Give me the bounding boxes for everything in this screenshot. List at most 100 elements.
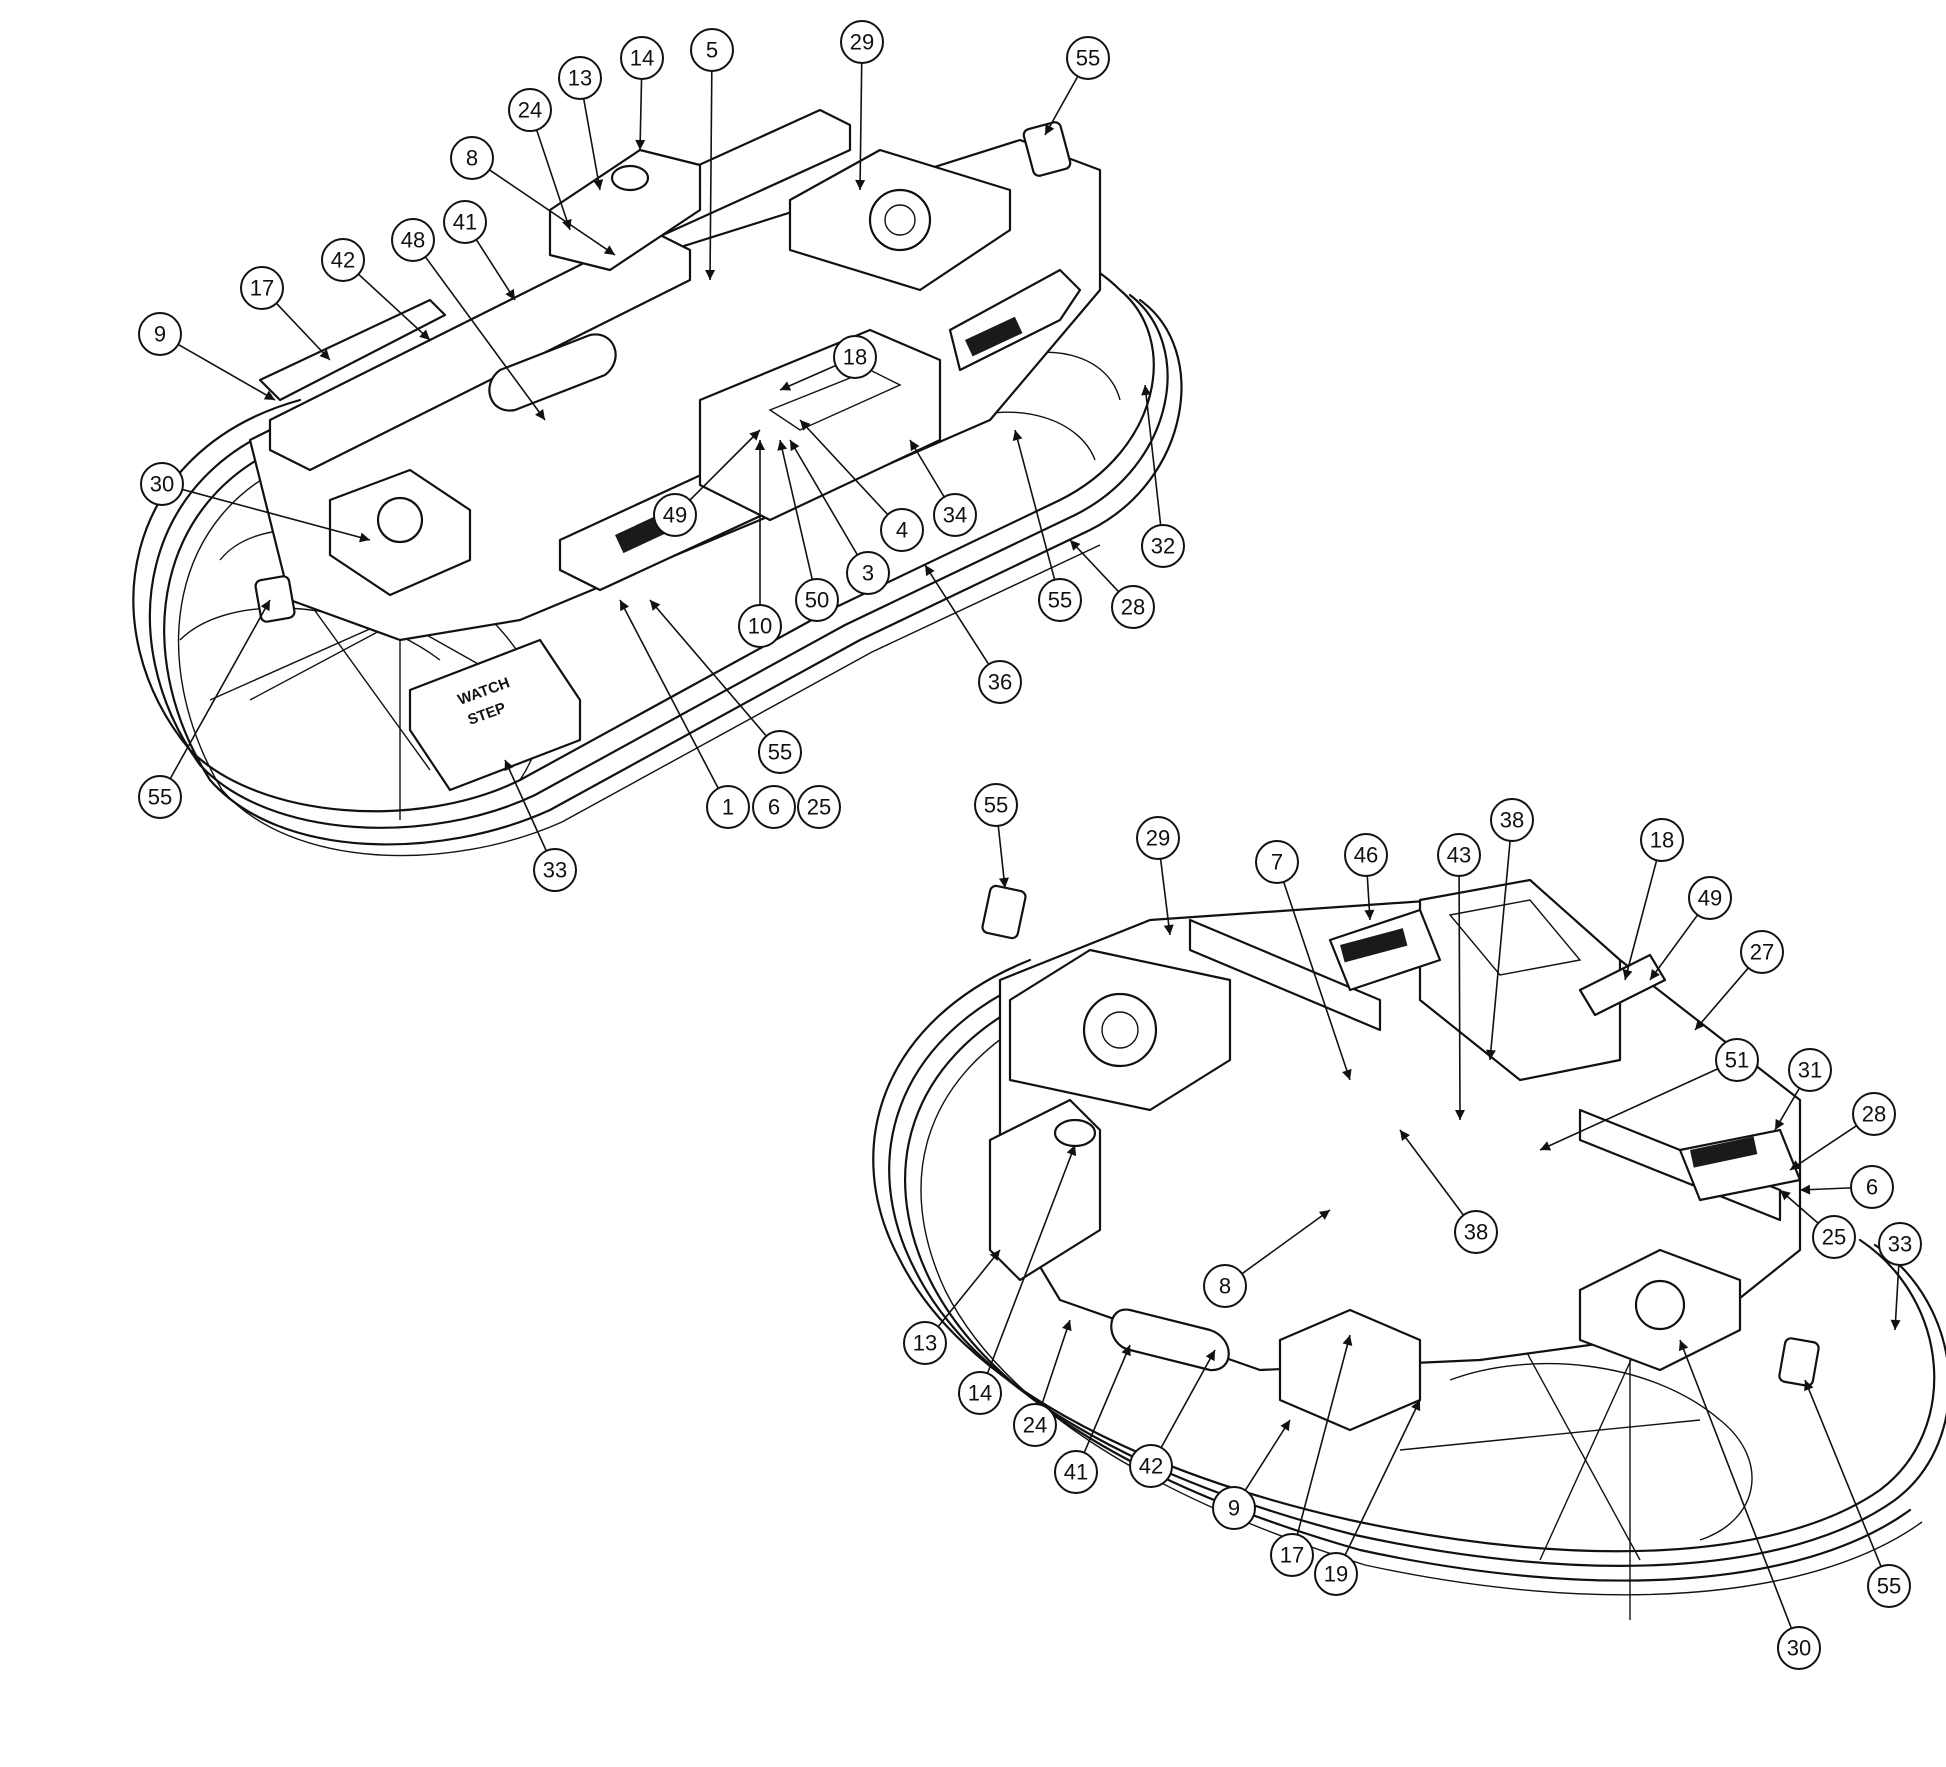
callout-number: 38 [1500, 808, 1524, 833]
callout-number: 7 [1271, 850, 1283, 875]
callout-circle [1812, 1215, 1856, 1259]
callout-13: 13 [903, 1321, 947, 1365]
callout-leader-line [475, 239, 516, 301]
callout-arrowhead [1163, 924, 1174, 935]
callout-number: 24 [518, 98, 542, 123]
callout-arrowhead [359, 532, 370, 543]
callout-number: 49 [663, 503, 687, 528]
callout-arrowhead [1070, 540, 1081, 551]
callout-arrowhead [260, 600, 270, 612]
callout-circle [240, 266, 284, 310]
callout-arrowhead [1622, 969, 1633, 980]
callout-55: 55 [1066, 36, 1110, 80]
callout-number: 10 [748, 614, 772, 639]
machine-upper-left: WATCH STEP [132, 108, 1183, 857]
callout-8: 8 [450, 136, 494, 180]
callout-circle [1203, 1264, 1247, 1308]
callout-arrowhead [1650, 968, 1660, 980]
callout-circle [1852, 1092, 1896, 1136]
callout-number: 25 [1822, 1225, 1846, 1250]
callout-circle [321, 238, 365, 282]
callout-number: 17 [250, 276, 274, 301]
callout-number: 41 [1064, 1460, 1088, 1485]
callout-number: 46 [1354, 843, 1378, 868]
callout-leader-line [1014, 429, 1056, 580]
callout-leader-line [177, 343, 276, 401]
filter-cylinder [488, 333, 617, 412]
callout-arrowhead [1695, 1019, 1706, 1030]
callout-arrowhead [855, 179, 866, 190]
callout-circle [653, 493, 697, 537]
callout-circle [1270, 1533, 1314, 1577]
callout-arrowhead [1540, 1141, 1552, 1151]
callout-25: 25 [1812, 1215, 1856, 1259]
callout-4: 4 [880, 508, 924, 552]
callout-leader-line [169, 599, 271, 780]
callout-leader-line [986, 1144, 1076, 1374]
callout-arrowhead [1066, 1145, 1077, 1157]
callout-arrowhead [1780, 1190, 1791, 1201]
callout-46: 46 [1344, 833, 1388, 877]
callout-9: 9 [1212, 1486, 1256, 1530]
machine-lower-right [872, 878, 1946, 1620]
callout-number: 27 [1750, 940, 1774, 965]
callout-arrowhead [1364, 909, 1375, 920]
callout-circle [1788, 1048, 1832, 1092]
callout-29: 29 [840, 20, 884, 64]
callout-circle [795, 578, 839, 622]
callout-5: 5 [690, 28, 734, 72]
gearbox-housing-3 [1578, 1248, 1742, 1372]
callout-leader-line [1144, 384, 1162, 526]
callout-41: 41 [1054, 1450, 1098, 1494]
callout-55: 55 [974, 783, 1018, 827]
callout-leader-line [1160, 1349, 1216, 1448]
callout-18: 18 [833, 335, 877, 379]
callout-leader-line [1624, 860, 1658, 981]
callout-leader-line [1040, 1319, 1071, 1406]
callout-arrowhead [1205, 1350, 1215, 1362]
callout-49: 49 [1688, 876, 1732, 920]
callout-number: 43 [1447, 843, 1471, 868]
callout-leader-line [1399, 1129, 1465, 1216]
callout-arrowhead [505, 288, 515, 300]
callout-41: 41 [443, 200, 487, 244]
callout-arrowhead [777, 440, 788, 451]
gearbox-housing-2 [1008, 948, 1232, 1112]
callout-arrowhead [593, 179, 604, 190]
callout-circle [391, 218, 435, 262]
callout-leader-line [1894, 1264, 1900, 1331]
callout-circle [706, 785, 750, 829]
callout-25: 25 [797, 785, 841, 829]
callout-arrowhead [925, 565, 935, 577]
callout-leader-line [357, 273, 431, 341]
callout-number: 36 [988, 670, 1012, 695]
callout-arrowhead [1454, 1109, 1465, 1120]
callout-number: 18 [843, 345, 867, 370]
callout-leader-line [1694, 967, 1749, 1031]
callout-17: 17 [240, 266, 284, 310]
callout-circle [1878, 1222, 1922, 1266]
callout-circle [450, 136, 494, 180]
callout-number: 30 [150, 472, 174, 497]
callout-number: 9 [154, 322, 166, 347]
console-box-2 [1418, 878, 1622, 1082]
callout-number: 49 [1698, 886, 1722, 911]
callout-circle [690, 28, 734, 72]
callout-circle [1066, 36, 1110, 80]
callout-30: 30 [1777, 1626, 1821, 1670]
callout-number: 38 [1464, 1220, 1488, 1245]
work-light-2b [1778, 1337, 1820, 1387]
callout-number: 4 [896, 518, 908, 543]
callout-leader-line [779, 439, 814, 580]
callout-33: 33 [533, 848, 577, 892]
callout-arrowhead [603, 245, 615, 255]
callout-circle [958, 1371, 1002, 1415]
callout-arrowhead [1800, 1184, 1811, 1195]
callout-7: 7 [1255, 840, 1299, 884]
callout-arrowhead [1400, 1130, 1410, 1142]
callout-number: 41 [453, 210, 477, 235]
callout-number: 29 [1146, 826, 1170, 851]
callout-number: 28 [1862, 1102, 1886, 1127]
callout-24: 24 [1013, 1403, 1057, 1447]
callout-leader-line [1296, 1334, 1351, 1535]
